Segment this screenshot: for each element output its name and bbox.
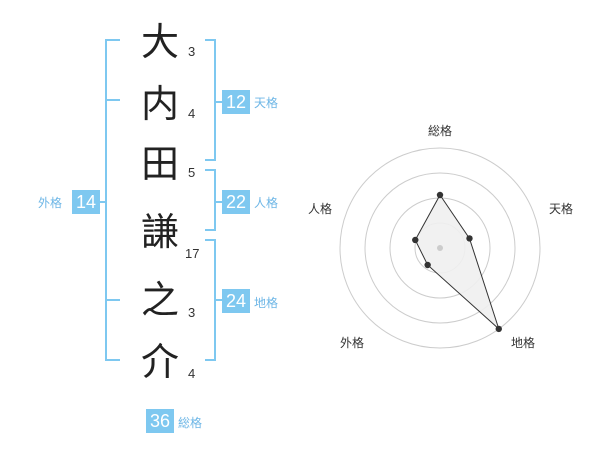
radar-polygon bbox=[414, 194, 500, 331]
soukaku-label: 総格 bbox=[178, 416, 203, 430]
stroke-count-5: 3 bbox=[188, 305, 196, 320]
name-char-1: 大 bbox=[140, 20, 179, 64]
radar-label-tenkaku: 天格 bbox=[549, 202, 574, 216]
chikaku-label: 地格 bbox=[254, 296, 279, 310]
name-char-4: 謙 bbox=[140, 210, 179, 254]
radar-grid-ring bbox=[364, 172, 516, 324]
jinkaku-value: 22 bbox=[222, 190, 250, 214]
tenkaku-value: 12 bbox=[222, 90, 250, 114]
stroke-count-2: 4 bbox=[188, 106, 196, 121]
stroke-count-4: 17 bbox=[185, 246, 200, 261]
gaikaku-label: 外格 bbox=[38, 196, 63, 210]
name-char-2: 内 bbox=[140, 82, 179, 126]
name-char-3: 田 bbox=[140, 142, 179, 186]
radar-point-1 bbox=[436, 191, 444, 199]
radar-label-chikaku: 地格 bbox=[511, 336, 536, 350]
radar-label-jinkaku: 人格 bbox=[308, 202, 333, 216]
radar-point-4 bbox=[424, 261, 431, 269]
jinkaku-label: 人格 bbox=[254, 196, 279, 210]
gaikaku-bracket bbox=[105, 39, 120, 361]
radar-point-2 bbox=[466, 235, 473, 242]
tenkaku-label: 天格 bbox=[254, 96, 279, 110]
radar-grid-ring bbox=[339, 147, 541, 349]
radar-point-5 bbox=[412, 236, 419, 244]
radar-label-soukaku: 総格 bbox=[428, 124, 453, 138]
stroke-count-1: 3 bbox=[188, 44, 196, 59]
radar-center-dot bbox=[437, 245, 443, 251]
stroke-count-3: 5 bbox=[188, 165, 196, 180]
name-char-5: 之 bbox=[140, 278, 179, 322]
name-char-6: 介 bbox=[140, 340, 179, 384]
gaikaku-value: 14 bbox=[72, 190, 100, 214]
chikaku-value: 24 bbox=[222, 289, 250, 313]
tenkaku-bracket bbox=[205, 39, 216, 161]
jinkaku-bracket bbox=[205, 169, 216, 231]
stroke-count-6: 4 bbox=[188, 366, 196, 381]
radar-point-3 bbox=[495, 325, 502, 333]
radar-label-gaikaku: 外格 bbox=[340, 336, 365, 350]
soukaku-value: 36 bbox=[146, 409, 174, 433]
